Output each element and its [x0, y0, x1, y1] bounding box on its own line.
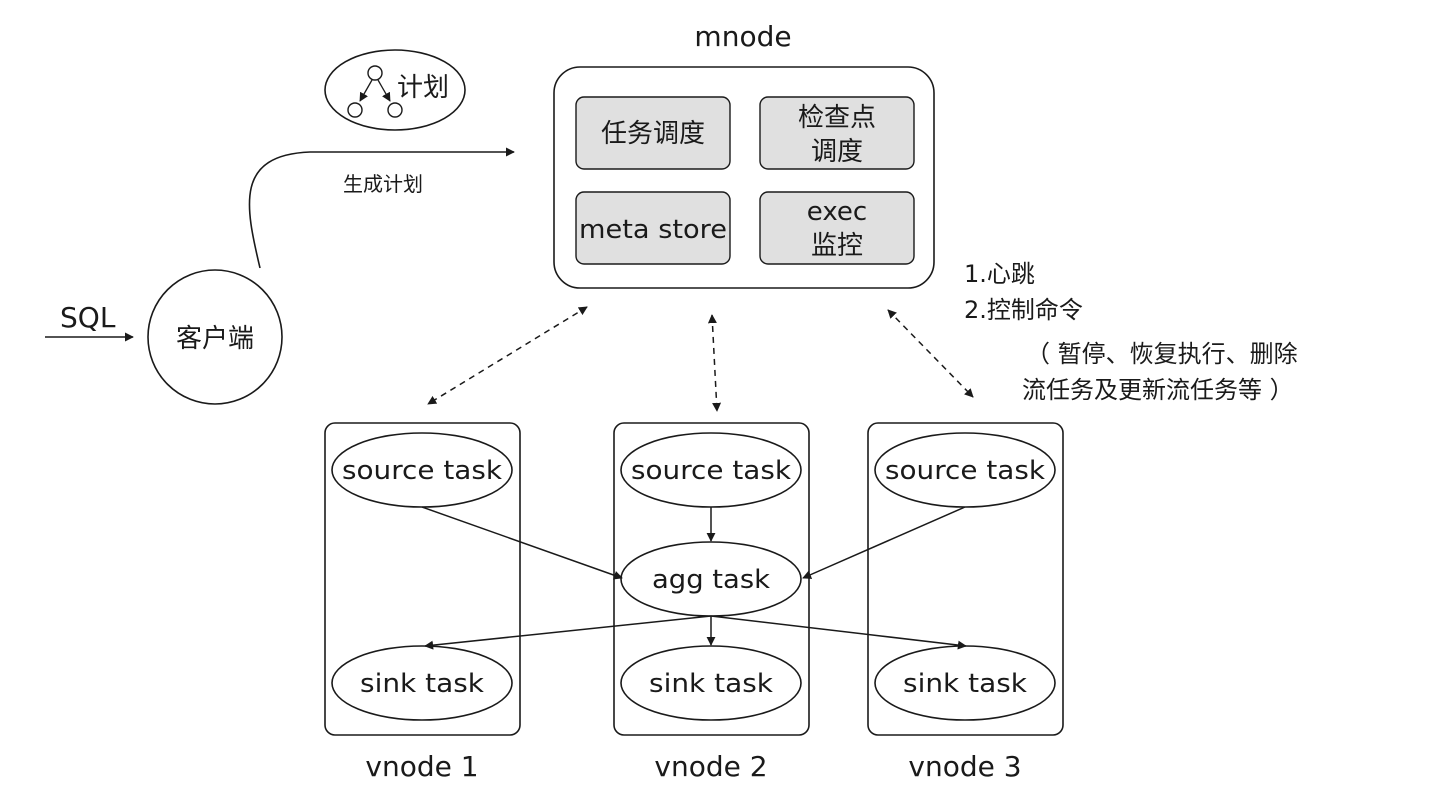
- source3-to-agg-edge: [802, 506, 966, 579]
- source1-to-agg-edge: [421, 506, 623, 580]
- meta-store-label: meta store: [579, 215, 727, 245]
- agg-to-sink1-edge: [424, 615, 712, 650]
- checkpoint-scheduling-label-line2: 调度: [811, 137, 863, 167]
- checkpoint-scheduling-module: 检查点 调度: [759, 96, 915, 170]
- vnode-3-source-task-label: source task: [885, 456, 1045, 486]
- vnode-2-agg-task-label: agg task: [652, 565, 770, 595]
- mnode-vnode3-edge: [887, 309, 974, 398]
- client-label: 客户端: [176, 324, 254, 354]
- client-circle: [147, 269, 283, 405]
- data-flow-edges: [421, 506, 967, 650]
- vnode-1-label: vnode 1: [365, 750, 478, 783]
- sql-input: SQL: [45, 301, 134, 342]
- exec-monitor-label-line2: 监控: [811, 231, 863, 261]
- exec-monitor-module: exec 监控: [759, 191, 915, 265]
- mnode-vnode-edges: [427, 306, 974, 412]
- exec-monitor-label-line1: exec: [807, 197, 867, 227]
- control-commands-note: 2.控制命令: [964, 296, 1083, 324]
- vnode-3: source task sink task vnode 3: [867, 422, 1064, 783]
- plan-label: 计划: [397, 73, 449, 103]
- vnode-1-sink-task: [331, 645, 513, 721]
- plan-bubble: 计划: [324, 49, 466, 131]
- mnode-vnode2-edge: [707, 314, 722, 412]
- sql-label: SQL: [60, 301, 116, 334]
- vnode-3-label: vnode 3: [908, 750, 1021, 783]
- vnode-3-sink-task-label: sink task: [903, 669, 1027, 699]
- vnode-1: source task sink task vnode 1: [324, 422, 521, 783]
- vnode-2: source task agg task sink task vnode 2: [613, 422, 810, 783]
- control-notes: 1.心跳 2.控制命令 （ 暂停、恢复执行、删除 流任务及更新流任务等 ）: [964, 260, 1298, 404]
- task-scheduling-label: 任务调度: [601, 119, 705, 149]
- vnode-2-source-task-label: source task: [631, 456, 791, 486]
- control-examples-line2: 流任务及更新流任务等 ）: [1022, 376, 1294, 404]
- mnode-title: mnode: [694, 20, 791, 53]
- heartbeat-note: 1.心跳: [964, 260, 1035, 288]
- agg-to-sink3-edge: [710, 615, 967, 650]
- vnode-2-sink-task: [620, 645, 802, 721]
- meta-store-module: meta store: [575, 191, 731, 265]
- client-node: 客户端: [147, 269, 283, 405]
- task-scheduling-module: 任务调度: [575, 96, 731, 170]
- vnode-2-label: vnode 2: [654, 750, 767, 783]
- checkpoint-scheduling-label-line1: 检查点: [798, 103, 876, 133]
- generate-plan-label: 生成计划: [343, 172, 423, 196]
- mnode: mnode 任务调度 检查点 调度 meta store exec 监控: [553, 20, 935, 289]
- vnode-1-sink-task-label: sink task: [360, 669, 484, 699]
- generate-plan-arrow: [248, 147, 515, 269]
- control-examples-line1: （ 暂停、恢复执行、删除: [1026, 340, 1298, 368]
- generate-plan-edge: 生成计划: [248, 147, 515, 269]
- vnode-1-source-task-label: source task: [342, 456, 502, 486]
- vnode-2-sink-task-label: sink task: [649, 669, 773, 699]
- mnode-vnode1-edge: [427, 306, 588, 405]
- plan-tree-icon: [347, 65, 403, 118]
